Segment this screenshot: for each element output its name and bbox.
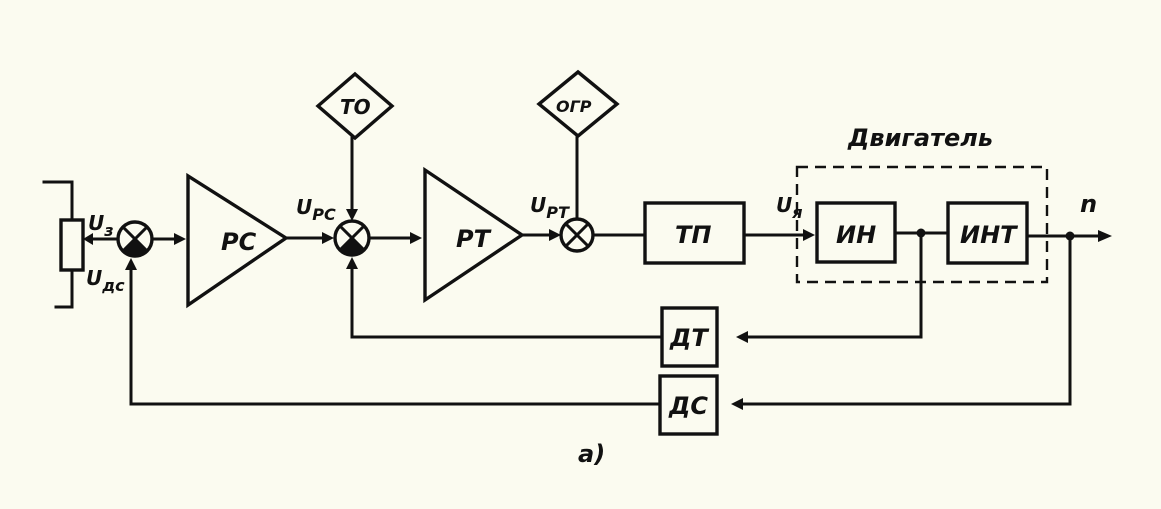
speed-regulator-label: РС [221,228,257,256]
label-u-rt: UРТ [530,193,570,222]
limiter-block: ОГР [536,69,620,139]
speed-sensor-label: ДС [668,392,708,420]
wiper-arrow [83,233,93,245]
label-u-set: Uз [88,211,114,240]
thyristor-converter-block: ТП [643,201,746,265]
summing-junction-2 [333,219,371,257]
speed-sensor-block: ДС [658,374,719,436]
junction-1-fill [124,239,146,256]
limiter-label: ОГР [556,97,592,116]
label-u-rs: UРС [296,195,336,224]
output-label: n [1080,190,1097,218]
motor-in-block: ИН [815,201,897,264]
summing-junction-1 [116,220,154,258]
potentiometer-resistor [59,218,85,272]
current-sensor-label: ДТ [669,324,709,352]
motor-int-block: ИНТ [946,201,1029,265]
motor-group-label: Двигатель [847,124,993,152]
motor-in-label: ИН [836,221,876,249]
figure-caption: а) [578,440,605,468]
thyristor-converter-label: ТП [675,221,711,249]
label-u-armature: Uя [776,193,803,222]
current-sensor-block: ДТ [660,306,719,368]
current-regulator-label: РТ [456,225,492,253]
summing-junction-3 [559,217,595,253]
current-regulator-block: РТ [423,166,526,304]
reference-potentiometer [42,180,120,309]
motor-int-label: ИНТ [960,221,1018,249]
speed-regulator-block: РС [186,172,290,309]
current-limit-label: ТО [340,95,371,119]
label-u-speed-fb: Uдс [86,266,125,295]
current-limit-block: ТО [315,71,395,141]
